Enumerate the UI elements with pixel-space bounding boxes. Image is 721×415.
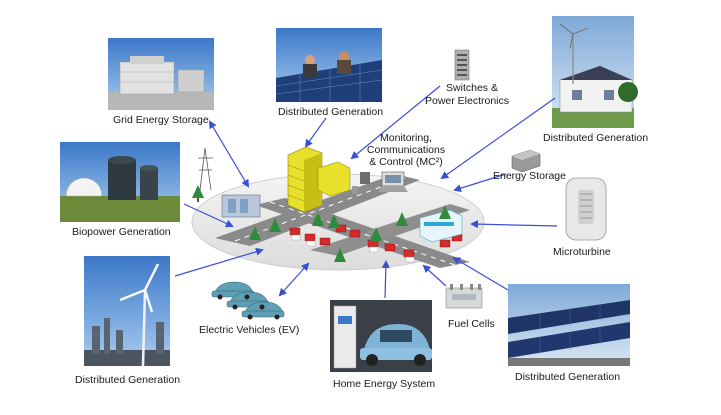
label-energy-storage: Energy Storage [493, 170, 566, 182]
electric-vehicles-icon [211, 281, 285, 320]
label-switches-line1: Switches & [446, 82, 498, 94]
distributed-generation-rooftop-photo [275, 28, 383, 102]
label-biopower-generation: Biopower Generation [72, 226, 171, 238]
grid-energy-storage-photo [108, 38, 214, 110]
label-distributed-generation-top: Distributed Generation [278, 106, 384, 118]
label-monitoring-line2: Communications [366, 144, 446, 156]
label-distributed-generation-bottom-right: Distributed Generation [515, 371, 621, 383]
biopower-generation-photo [60, 142, 180, 222]
label-electric-vehicles: Electric Vehicles (EV) [199, 324, 300, 336]
home-energy-system-photo [330, 300, 432, 372]
energy-storage-icon [511, 149, 541, 173]
switches-icon [454, 49, 470, 81]
label-distributed-generation-top-right: Distributed Generation [543, 132, 649, 144]
connection-arrows [174, 85, 558, 299]
label-fuel-cells: Fuel Cells [448, 318, 495, 330]
label-microturbine: Microturbine [553, 246, 611, 258]
central-city [191, 146, 485, 271]
label-distributed-generation-bottom-left: Distributed Generation [75, 374, 181, 386]
fuel-cells-icon [445, 284, 483, 309]
label-monitoring-line3: & Control (MC²) [369, 156, 443, 168]
microturbine-icon [565, 177, 607, 241]
label-grid-energy-storage: Grid Energy Storage [113, 114, 209, 126]
label-home-energy-system: Home Energy System [333, 378, 436, 390]
label-monitoring-line1: Monitoring, [380, 132, 432, 144]
distributed-generation-wind-photo [84, 256, 170, 367]
distributed-generation-house-photo [552, 16, 638, 128]
computer-icon [378, 171, 408, 192]
label-switches-line2: Power Electronics [424, 95, 510, 107]
distributed-generation-carport-photo [508, 284, 630, 366]
